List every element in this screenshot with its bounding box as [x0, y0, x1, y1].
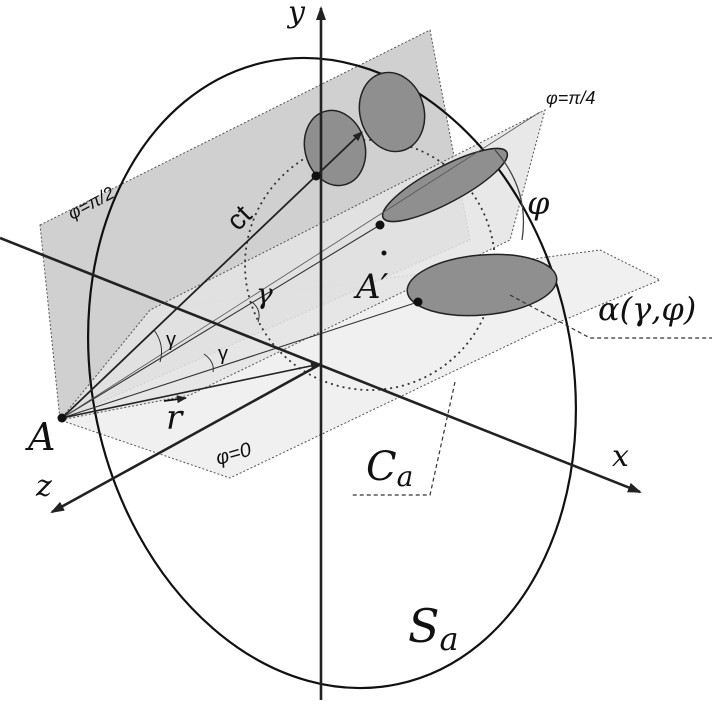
r-vector-arrow	[163, 395, 187, 404]
ray-to-horizontal	[61, 301, 419, 419]
label-A: A	[25, 415, 55, 459]
point-ct-end	[311, 171, 321, 181]
label-alpha-func: α(γ,φ)	[598, 290, 696, 328]
point-A-prime	[381, 250, 387, 256]
ellipse-slanted	[381, 147, 509, 223]
ellipse-top-right	[358, 71, 426, 153]
arc-phi	[494, 149, 525, 241]
label-gamma-top: γ	[256, 277, 273, 310]
ray-mid	[61, 111, 541, 419]
label-Ca-base: C	[366, 444, 397, 490]
sphere-Sa	[87, 56, 577, 690]
z-axis	[50, 362, 322, 514]
label-A-prime-mark: ′	[381, 267, 389, 307]
leader-alpha	[509, 294, 712, 339]
label-y-axis: y	[286, 0, 306, 30]
ellipse-top-left	[303, 109, 367, 187]
label-x-axis: x	[612, 439, 629, 474]
label-Ca: Ca	[366, 444, 413, 493]
label-A-prime-base: A	[353, 267, 381, 307]
label-Ca-sub: a	[397, 460, 414, 493]
arc-gamma-top	[251, 301, 260, 323]
ray-r	[61, 361, 321, 419]
label-z-axis: z	[35, 469, 52, 504]
ray-ct	[61, 131, 363, 419]
point-A	[57, 413, 67, 423]
point-slanted	[375, 220, 385, 230]
label-Sa-base: S	[408, 599, 440, 653]
arc-gamma-left	[153, 329, 162, 363]
label-r-vector: r	[166, 398, 184, 438]
label-Sa-sub: a	[440, 620, 459, 658]
leader-Ca	[350, 381, 456, 496]
label-phi-pi-4: φ=π/4	[546, 88, 595, 108]
ray-to-A-prime	[61, 224, 381, 419]
label-Sa: Sa	[408, 599, 459, 658]
label-gamma-left: γ	[166, 329, 176, 351]
arc-gamma-mid	[203, 353, 214, 373]
point-horizontal	[413, 297, 423, 307]
label-A-prime: A′	[353, 267, 389, 307]
label-gamma-mid: γ	[218, 343, 228, 365]
label-phi: φ	[527, 184, 550, 222]
